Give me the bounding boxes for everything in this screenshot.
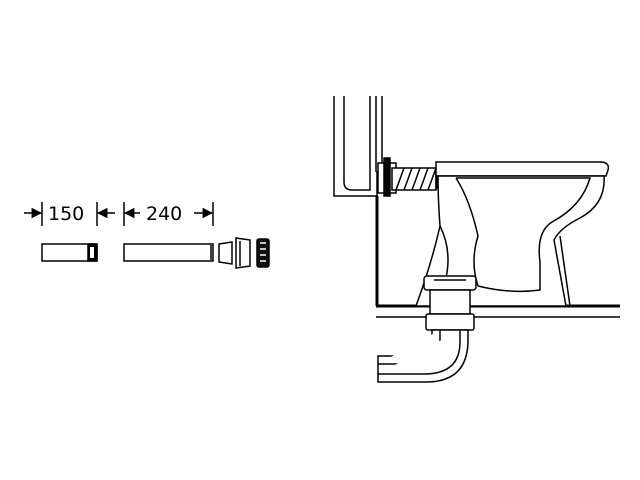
dim-150-label: 150 [48, 203, 84, 225]
long-extension-pipe-icon [123, 243, 214, 262]
short-extension-pipe-icon [41, 243, 98, 262]
rubber-seal-ring-icon [256, 238, 270, 268]
concealed-cistern-icon [333, 96, 397, 197]
dimension-group [24, 202, 214, 226]
wall-hung-toilet-bowl-icon [414, 161, 610, 307]
dim-240-label: 240 [146, 203, 182, 225]
floor-drain-elbow-icon [377, 275, 477, 383]
pipe-connector-icon [218, 237, 251, 269]
flush-pipe [391, 167, 441, 191]
